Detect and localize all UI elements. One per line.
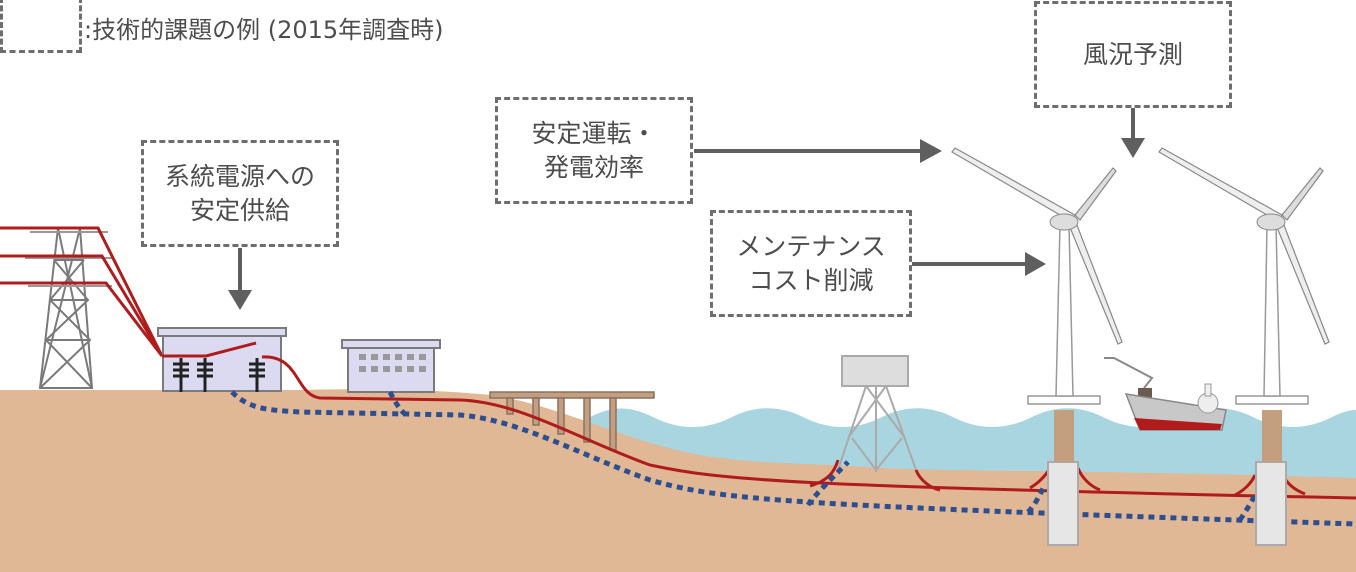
- communication-cable: [230, 390, 1356, 527]
- control-building-icon: [341, 339, 441, 393]
- pier-icon: [489, 391, 655, 451]
- transmission-tower-icon: [25, 227, 114, 389]
- arrow-safety-head: [920, 139, 942, 163]
- offshore-substation-icon: [837, 355, 917, 472]
- challenge-line: 安定供給: [189, 195, 290, 225]
- wind-turbine-icon: [951, 147, 1123, 546]
- challenge-maintenance-cost: メンテナンス コスト削減: [710, 210, 912, 317]
- cable-branches: [809, 459, 1306, 497]
- challenge-line: 安定運転・: [531, 118, 657, 148]
- challenge-line: メンテナンス: [736, 231, 886, 261]
- ground: [0, 389, 1356, 572]
- legend-label: :技術的課題の例 (2015年調査時): [84, 16, 444, 44]
- challenge-grid-supply: 系統電源への 安定供給: [141, 140, 339, 247]
- substation-icon: [157, 327, 287, 392]
- challenge-line: コスト削減: [748, 265, 874, 295]
- challenge-safe-operation: 安定運転・ 発電効率: [495, 97, 693, 204]
- challenge-line: 風況予測: [1082, 39, 1183, 69]
- overhead-lines: [0, 226, 164, 357]
- arrow-grid-head: [228, 290, 252, 310]
- challenge-line: 発電効率: [543, 152, 644, 182]
- arrow-wind-head: [1121, 138, 1145, 158]
- arrow-maintenance-head: [1025, 252, 1046, 276]
- wind-turbine-icon: [1158, 147, 1330, 546]
- legend-swatch: [0, 0, 82, 53]
- arrows: [228, 108, 1145, 310]
- challenge-wind-forecast: 風況予測: [1034, 1, 1232, 108]
- work-vessel-icon: [1104, 357, 1227, 431]
- challenge-line: 系統電源への: [164, 161, 315, 191]
- comm-cable-branches: [387, 390, 1258, 522]
